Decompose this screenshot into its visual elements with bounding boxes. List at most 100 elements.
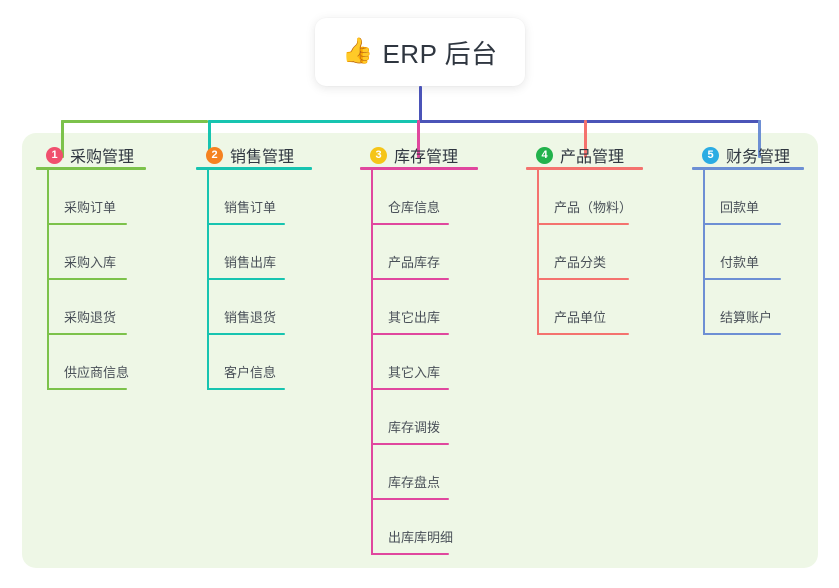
rail-segment-1 bbox=[61, 120, 208, 123]
branch-column-4: 4 产品管理产品（物料） 产品分类产品单位 bbox=[526, 140, 683, 335]
branch-item-underline bbox=[371, 443, 449, 445]
branch-vertical-rail bbox=[207, 170, 209, 390]
branch-item-underline bbox=[47, 223, 127, 225]
branch-item[interactable]: 出库库明细 bbox=[360, 500, 518, 555]
branch-drop-line-4 bbox=[584, 120, 587, 158]
branch-header-3[interactable]: 3 库存管理 bbox=[360, 140, 518, 170]
rail-segment-3 bbox=[419, 120, 761, 123]
branch-item[interactable]: 客户信息 bbox=[196, 335, 352, 390]
branch-item-list-5: 回款单付款单结算账户 bbox=[692, 170, 839, 335]
branch-drop-line-2 bbox=[208, 120, 211, 158]
branch-item-underline bbox=[371, 333, 449, 335]
branch-item-label: 产品库存 bbox=[388, 255, 441, 270]
branch-item[interactable]: 回款单 bbox=[692, 170, 839, 225]
branch-item-list-3: 仓库信息产品库存其它出库其它入库库存调拨库存盘点出库库明细 bbox=[360, 170, 518, 555]
branch-item[interactable]: 采购订单 bbox=[36, 170, 186, 225]
branch-number-badge: 1 bbox=[46, 146, 63, 164]
branch-header-4[interactable]: 4 产品管理 bbox=[526, 140, 683, 170]
branch-item-label: 销售出库 bbox=[224, 255, 277, 270]
root-node-card[interactable]: 👍 ERP 后台 bbox=[315, 18, 525, 86]
branch-item-label: 库存调拨 bbox=[388, 420, 441, 435]
branch-item-label: 销售订单 bbox=[224, 200, 277, 215]
branch-item-underline bbox=[207, 223, 285, 225]
branch-item-underline bbox=[371, 223, 449, 225]
branch-item[interactable]: 产品单位 bbox=[526, 280, 683, 335]
root-node-title: ERP 后台 bbox=[382, 38, 498, 69]
branch-number-badge: 3 bbox=[370, 146, 387, 164]
branch-item-underline bbox=[703, 223, 781, 225]
branch-item-label: 供应商信息 bbox=[64, 365, 130, 380]
branch-vertical-rail bbox=[371, 170, 373, 555]
branch-item[interactable]: 产品分类 bbox=[526, 225, 683, 280]
branch-item-label: 销售退货 bbox=[224, 310, 277, 325]
branch-item-underline bbox=[371, 498, 449, 500]
branch-item-label: 采购退货 bbox=[64, 310, 117, 325]
branch-item[interactable]: 采购退货 bbox=[36, 280, 186, 335]
branch-item[interactable]: 仓库信息 bbox=[360, 170, 518, 225]
diagram-panel bbox=[22, 133, 818, 568]
branch-item-label: 回款单 bbox=[720, 200, 760, 215]
branch-item-label: 其它出库 bbox=[388, 310, 441, 325]
branch-column-3: 3 库存管理仓库信息产品库存其它出库其它入库库存调拨库存盘点出库库明细 bbox=[360, 140, 518, 555]
branch-item[interactable]: 产品（物料） bbox=[526, 170, 683, 225]
branch-item-label: 仓库信息 bbox=[388, 200, 441, 215]
branch-item-label: 采购入库 bbox=[64, 255, 117, 270]
branch-item-underline bbox=[371, 553, 449, 555]
branch-vertical-rail bbox=[47, 170, 49, 390]
branch-item-underline bbox=[207, 333, 285, 335]
branch-title: 销售管理 bbox=[230, 149, 295, 166]
branch-item[interactable]: 采购入库 bbox=[36, 225, 186, 280]
branch-drop-line-3 bbox=[417, 120, 420, 158]
branch-number-badge: 4 bbox=[536, 146, 553, 164]
branch-title: 库存管理 bbox=[394, 149, 459, 166]
branch-drop-line-1 bbox=[61, 120, 64, 158]
branch-item-label: 库存盘点 bbox=[388, 475, 441, 490]
branch-title: 采购管理 bbox=[70, 149, 135, 166]
branch-item-list-4: 产品（物料） 产品分类产品单位 bbox=[526, 170, 683, 335]
branch-item[interactable]: 其它入库 bbox=[360, 335, 518, 390]
branch-item[interactable]: 销售订单 bbox=[196, 170, 352, 225]
branch-item-label: 付款单 bbox=[720, 255, 760, 270]
branch-item-underline bbox=[703, 333, 781, 335]
branch-item-underline bbox=[371, 278, 449, 280]
branch-item[interactable]: 库存调拨 bbox=[360, 390, 518, 445]
branch-title: 产品管理 bbox=[560, 149, 625, 166]
branch-item-underline bbox=[537, 223, 629, 225]
branch-item[interactable]: 库存盘点 bbox=[360, 445, 518, 500]
branch-item[interactable]: 其它出库 bbox=[360, 280, 518, 335]
branch-item-label: 采购订单 bbox=[64, 200, 117, 215]
branch-header-2[interactable]: 2 销售管理 bbox=[196, 140, 352, 170]
rail-segment-2 bbox=[208, 120, 422, 123]
branch-item-underline bbox=[207, 388, 285, 390]
branch-header-1[interactable]: 1 采购管理 bbox=[36, 140, 186, 170]
branch-number-badge: 5 bbox=[702, 146, 719, 164]
branch-item-underline bbox=[537, 278, 629, 280]
branch-item-label: 客户信息 bbox=[224, 365, 277, 380]
branch-item[interactable]: 供应商信息 bbox=[36, 335, 186, 390]
branch-drop-line-5 bbox=[758, 120, 761, 158]
branch-item-underline bbox=[47, 388, 127, 390]
branch-item-label: 结算账户 bbox=[720, 310, 773, 325]
branch-item-label: 产品（物料） bbox=[554, 200, 633, 215]
branch-item[interactable]: 产品库存 bbox=[360, 225, 518, 280]
branch-item-label: 其它入库 bbox=[388, 365, 441, 380]
branch-item-label: 产品单位 bbox=[554, 310, 607, 325]
branch-item[interactable]: 销售退货 bbox=[196, 280, 352, 335]
branch-header-underline bbox=[36, 167, 146, 170]
branch-item-underline bbox=[207, 278, 285, 280]
branch-header-underline bbox=[360, 167, 478, 170]
branch-item[interactable]: 结算账户 bbox=[692, 280, 839, 335]
branch-item-underline bbox=[47, 333, 127, 335]
branch-number-badge: 2 bbox=[206, 146, 223, 164]
branch-vertical-rail bbox=[703, 170, 705, 335]
branch-item-underline bbox=[537, 333, 629, 335]
branch-item-underline bbox=[703, 278, 781, 280]
branch-item[interactable]: 销售出库 bbox=[196, 225, 352, 280]
branch-vertical-rail bbox=[537, 170, 539, 335]
branch-item[interactable]: 付款单 bbox=[692, 225, 839, 280]
branch-header-underline bbox=[526, 167, 643, 170]
branch-header-underline bbox=[692, 167, 804, 170]
